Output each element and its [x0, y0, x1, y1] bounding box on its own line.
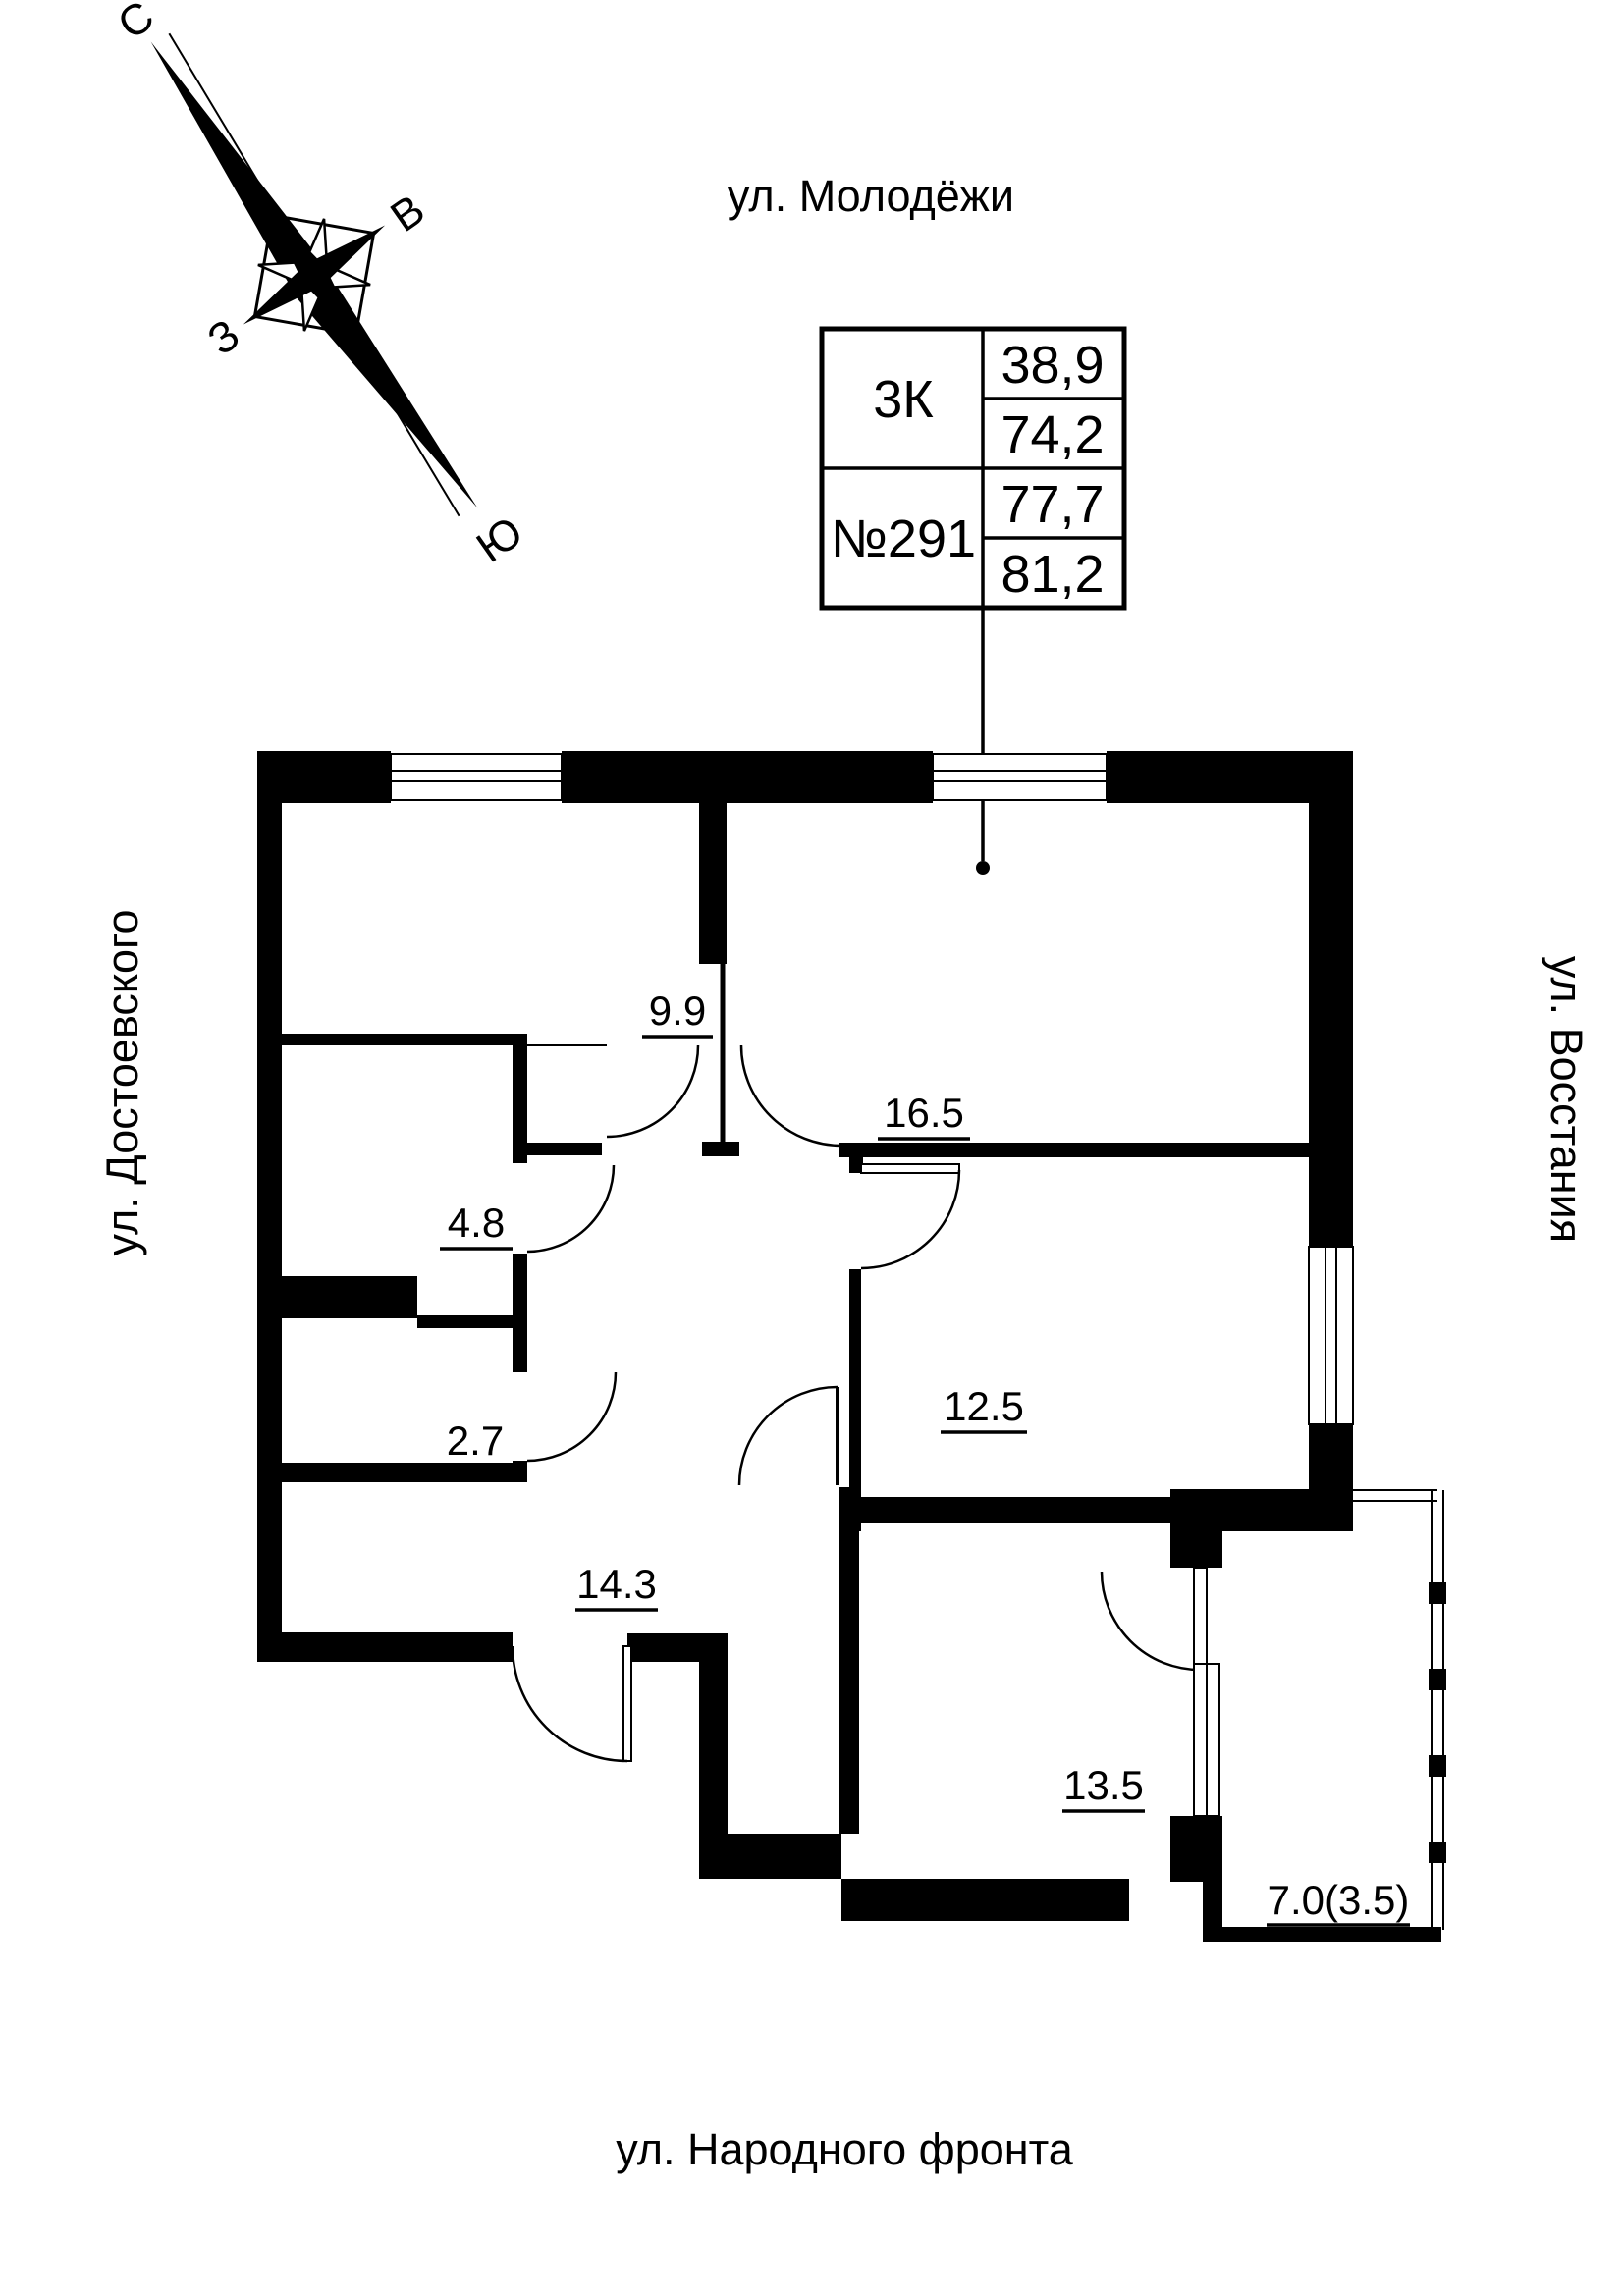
wall-segment	[527, 1143, 602, 1155]
wall-segment	[839, 1519, 859, 1834]
compass-rose: С Ю З В	[109, 0, 532, 572]
window-frame	[1308, 1246, 1354, 1425]
apartment-info-table: 3К №291 38,9 74,2 77,7 81,2	[819, 326, 1127, 875]
wall-segment	[699, 1633, 728, 1834]
room-area-label: 13.5	[1063, 1762, 1144, 1808]
wall-segment	[513, 1254, 527, 1315]
compass-south-label: Ю	[468, 507, 532, 572]
wall-segment	[513, 1034, 527, 1163]
leader-dot	[976, 861, 990, 875]
area-without-balcony-value: 74,2	[1001, 405, 1104, 464]
room-area-label: 12.5	[944, 1383, 1024, 1429]
wall-segment	[1309, 803, 1353, 1247]
windows	[385, 753, 1354, 1430]
wall-segment	[1170, 1816, 1222, 1882]
doors	[511, 964, 1220, 1817]
area-with-coefficient-value: 77,7	[1001, 475, 1104, 534]
room-area-label: 16.5	[884, 1090, 964, 1136]
door-arc	[739, 1044, 842, 1148]
wall-segment	[699, 1834, 841, 1879]
room-area-label: 7.0(3.5)	[1268, 1877, 1410, 1923]
apartment-number-value: №291	[831, 509, 976, 568]
glazing-mullion	[1429, 1842, 1446, 1863]
wall-segment	[839, 1143, 1309, 1157]
door-arc	[526, 1371, 618, 1463]
wall-segment	[627, 1633, 699, 1662]
balcony-glazing	[1353, 1489, 1446, 1930]
wall-segment	[861, 1497, 1170, 1523]
room-area-label: 4.8	[448, 1200, 505, 1246]
wall-segment	[849, 1269, 861, 1489]
door-arc	[526, 1164, 616, 1254]
window-top-left	[385, 753, 568, 801]
entrance-door-arc	[511, 1645, 628, 1763]
wall-segment	[1170, 1522, 1222, 1568]
total-area-value: 81,2	[1001, 545, 1104, 604]
street-labels: ул. Молодёжи ул. Достоевского ул. Восста…	[97, 171, 1592, 2174]
living-area-value: 38,9	[1001, 336, 1104, 395]
glazing-mullion	[1429, 1755, 1446, 1777]
room-area-label: 2.7	[447, 1417, 504, 1464]
wall-segment	[702, 1142, 739, 1156]
compass-east-label: В	[382, 186, 433, 241]
balcony-door-arc	[1100, 1571, 1201, 1672]
wall-segment	[841, 1879, 1129, 1921]
wall-segment	[258, 1632, 513, 1662]
door-arc	[737, 1385, 839, 1486]
door-arc	[860, 1169, 961, 1270]
street-label-left: ул. Достоевского	[97, 909, 147, 1255]
walls	[257, 751, 1441, 1942]
compass-star-main	[243, 203, 386, 347]
wall-segment	[699, 803, 727, 964]
wall-segment	[282, 1034, 527, 1045]
window-right-wall	[1308, 1241, 1354, 1430]
wall-segment	[257, 751, 282, 1662]
wall-segment	[417, 1315, 527, 1328]
apartment-type-value: 3К	[873, 370, 934, 429]
door-arc	[606, 1044, 700, 1139]
glazing-mullion	[1429, 1582, 1446, 1604]
street-label-top: ул. Молодёжи	[728, 171, 1014, 221]
wall-segment	[1203, 1927, 1441, 1942]
compass-west-label: З	[199, 310, 248, 364]
room-area-label: 9.9	[649, 988, 706, 1034]
balcony-door-frame	[1193, 1567, 1208, 1665]
wall-segment	[1203, 1882, 1222, 1927]
window-frame	[390, 753, 563, 801]
compass-north-label: С	[109, 0, 162, 49]
street-label-right: ул. Восстания	[1542, 956, 1592, 1243]
wall-segment	[513, 1328, 527, 1372]
window-frame	[932, 753, 1108, 801]
wall-segment	[1107, 751, 1353, 803]
door-leaf	[860, 1163, 960, 1174]
wall-segment	[562, 751, 933, 803]
entrance-door-leaf	[622, 1645, 632, 1762]
window-top-right	[927, 753, 1112, 801]
room-area-labels: 9.9 16.5 4.8 12.5 2.7 14.3 13.5 7.0(3.5)	[439, 988, 1410, 1927]
room-area-label: 14.3	[576, 1561, 657, 1607]
glazing-mullion	[1429, 1669, 1446, 1690]
street-label-bottom: ул. Народного фронта	[616, 2124, 1073, 2174]
wall-segment	[282, 1276, 417, 1318]
wall-segment	[849, 1153, 863, 1173]
